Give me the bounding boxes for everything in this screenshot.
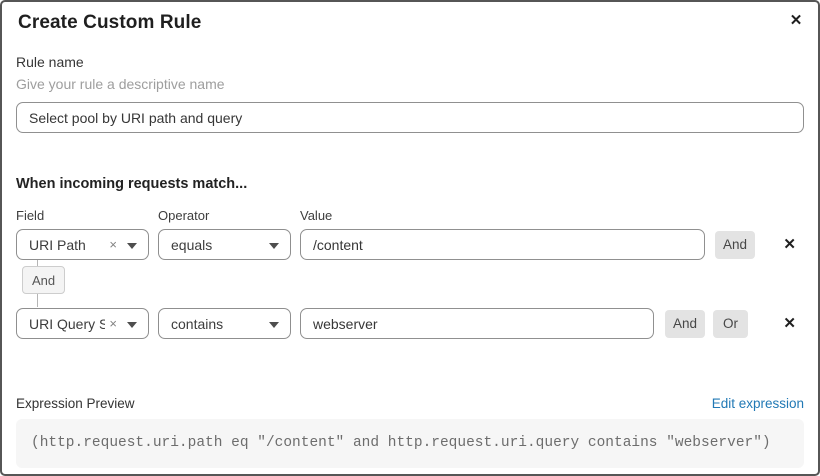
condition-row: URI Query St... × contains And Or ✕ [16,308,804,339]
operator-column-label: Operator [158,208,210,223]
field-select[interactable]: URI Path × [16,229,149,260]
chevron-down-icon [269,321,279,328]
and-button[interactable]: And [665,309,706,338]
connector-and-badge: And [22,266,66,294]
edit-expression-link[interactable]: Edit expression [711,396,804,411]
operator-select-value: contains [171,315,224,332]
clear-icon[interactable]: × [109,237,117,252]
chevron-down-icon [127,242,137,249]
chevron-down-icon [269,242,279,249]
or-button[interactable]: Or [713,309,749,338]
value-input[interactable] [300,308,654,339]
field-select-value: URI Query St... [29,315,105,332]
condition-row: URI Path × equals And ✕ [16,229,804,260]
operator-select[interactable]: equals [158,229,291,260]
operator-select[interactable]: contains [158,308,291,339]
field-column-label: Field [16,208,45,223]
expression-preview-header: Expression Preview Edit expression [16,396,804,411]
value-column-label: Value [300,208,333,223]
operator-select-value: equals [171,236,213,253]
rule-name-hint: Give your rule a descriptive name [16,76,225,92]
field-select-value: URI Path [29,236,86,253]
expression-code: (http.request.uri.path eq "/content" and… [16,419,804,468]
clear-icon[interactable]: × [109,316,117,331]
chevron-down-icon [127,321,137,328]
close-icon[interactable]: ✕ [785,9,807,31]
dialog-content: Rule name Give your rule a descriptive n… [2,54,818,468]
dialog-title: Create Custom Rule [18,12,202,33]
row-connector: And [16,260,804,307]
rule-name-input[interactable] [16,102,804,133]
match-heading: When incoming requests match... [16,176,248,192]
remove-row-icon[interactable]: ✕ [783,236,796,253]
expression-preview-label: Expression Preview [16,396,135,411]
value-input[interactable] [300,229,705,260]
column-labels: Field Operator Value [16,208,804,223]
and-button[interactable]: And [715,230,756,259]
field-select[interactable]: URI Query St... × [16,308,149,339]
remove-row-icon[interactable]: ✕ [783,315,796,332]
rule-name-label: Rule name [16,54,84,70]
